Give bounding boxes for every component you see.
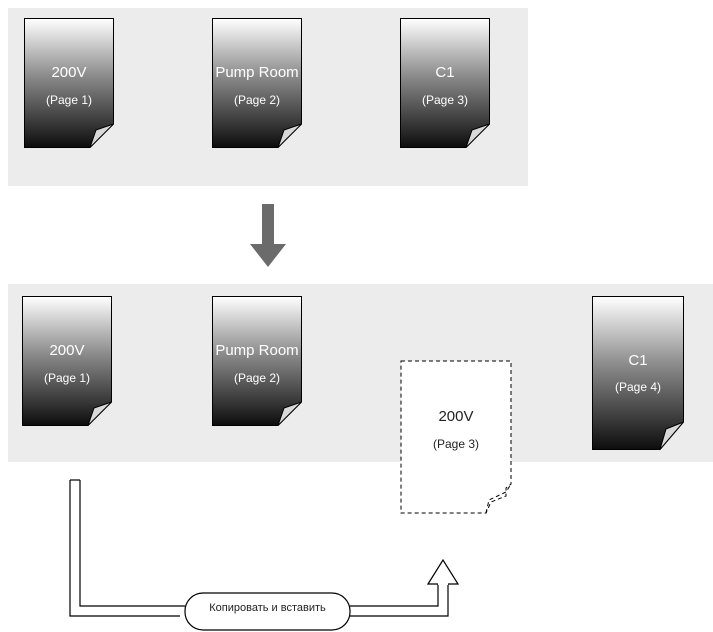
page-number: (Page 4) [614, 380, 662, 394]
page-c1-after: C1 (Page 4) [592, 296, 684, 450]
page-title: C1 [628, 352, 648, 369]
page-200v-pasted: 200V (Page 3) [400, 360, 512, 514]
document-icon [592, 296, 684, 450]
page-number: (Page 2) [233, 93, 281, 107]
document-icon [212, 296, 302, 426]
page-title: C1 [435, 64, 455, 81]
document-icon [24, 18, 114, 148]
document-icon [22, 296, 112, 426]
page-title: 200V [49, 342, 85, 359]
document-icon [400, 18, 490, 148]
page-number: (Page 2) [233, 371, 281, 385]
page-number: (Page 1) [45, 93, 93, 107]
page-title: Pump Room [215, 342, 299, 359]
page-title: 200V [438, 408, 474, 425]
page-title: Pump Room [215, 64, 299, 81]
page-number: (Page 3) [421, 93, 469, 107]
page-number: (Page 1) [43, 371, 91, 385]
dashed-document-icon [400, 360, 512, 514]
copy-paste-label-pill [184, 592, 351, 631]
page-title: 200V [51, 64, 87, 81]
page-number: (Page 3) [432, 437, 480, 451]
document-icon [212, 18, 302, 148]
copy-paste-arrow [69, 479, 460, 631]
page-pump-room-after: Pump Room (Page 2) [212, 296, 302, 426]
page-200v-before: 200V (Page 1) [24, 18, 114, 148]
page-pump-room-before: Pump Room (Page 2) [212, 18, 302, 148]
copy-paste-label: Копировать и вставить [209, 602, 326, 614]
page-200v-after: 200V (Page 1) [22, 296, 112, 426]
page-c1-before: C1 (Page 3) [400, 18, 490, 148]
down-arrow-icon [250, 204, 286, 267]
